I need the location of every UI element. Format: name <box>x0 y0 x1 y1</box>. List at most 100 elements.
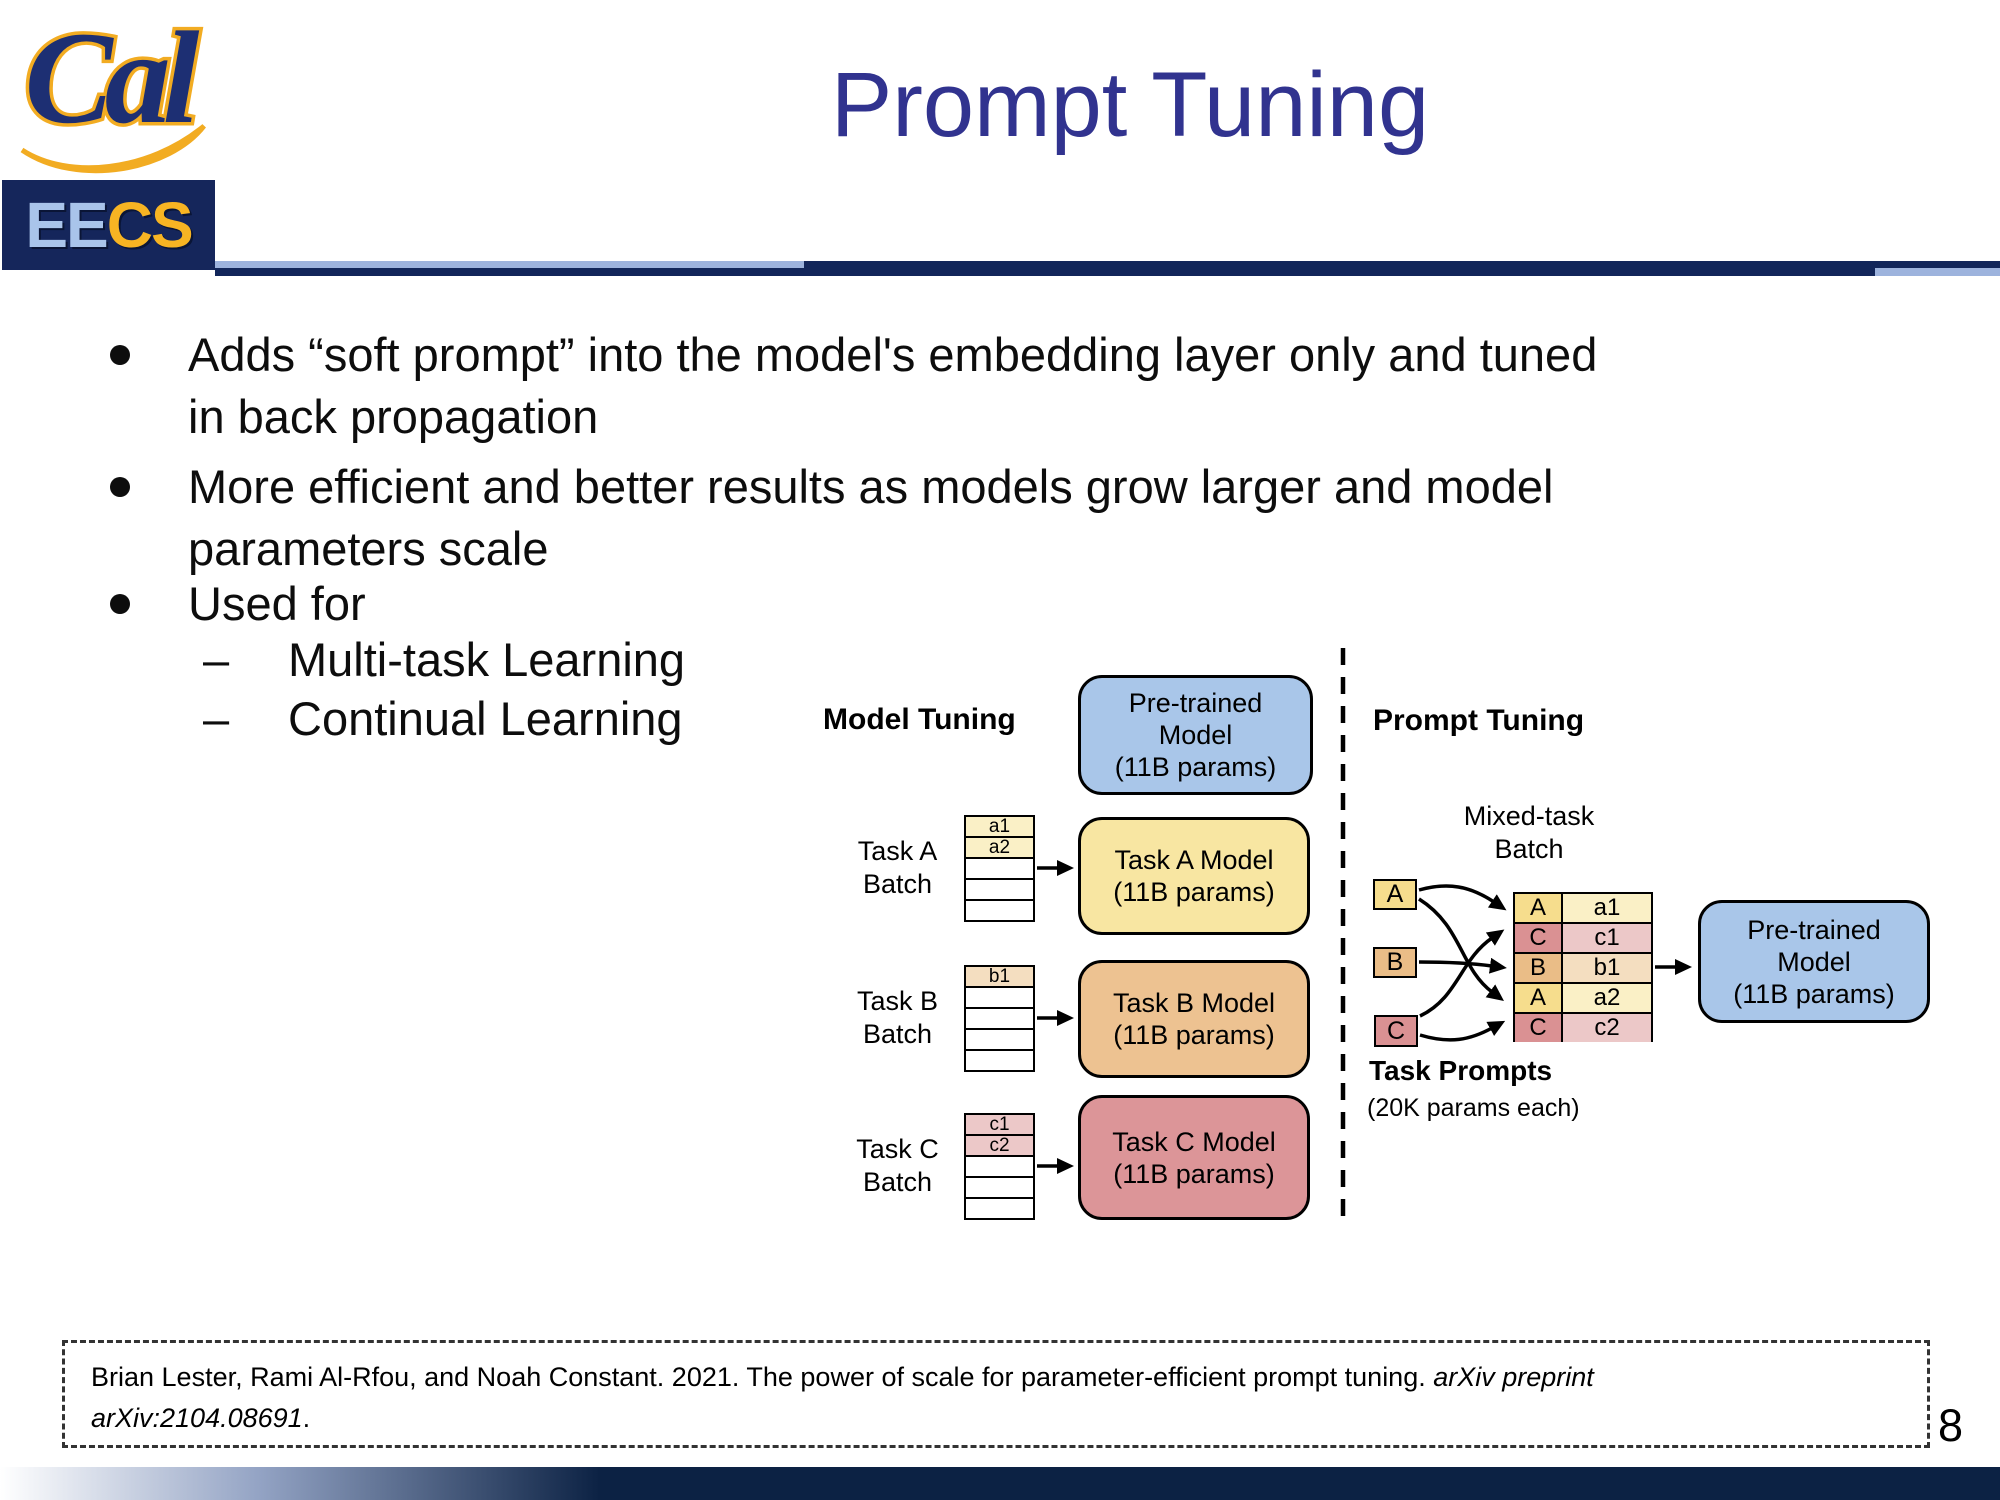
bullet-dot-1 <box>110 345 130 365</box>
mixed-task-label-line1: Mixed-task <box>1463 801 1595 831</box>
task-c-cell-c1: c1 <box>966 1115 1033 1136</box>
table-row: C c2 <box>1515 1014 1651 1042</box>
task-a-cell-empty <box>966 859 1033 880</box>
bullet-2-line-1: More efficient and better results as mod… <box>188 460 1554 513</box>
sub-bullet-dash-2: – <box>203 692 230 745</box>
arrow-c-to-row5 <box>1419 1020 1506 1042</box>
bullet-dot-3 <box>110 594 130 614</box>
citation-line-1: Brian Lester, Rami Al-Rfou, and Noah Con… <box>91 1357 1927 1398</box>
pretrained-left-line3: (11B params) <box>1114 752 1277 782</box>
page-title: Prompt Tuning <box>830 54 1430 156</box>
sub-bullet-2: Continual Learning <box>288 692 683 745</box>
citation-line2-italic: arXiv:2104.08691 <box>91 1403 303 1433</box>
row1-example: a1 <box>1563 894 1651 922</box>
table-row: A a1 <box>1515 894 1651 924</box>
task-a-model-line1: Task A Model <box>1114 845 1274 875</box>
bullet-2-line-2: parameters scale <box>188 522 549 575</box>
header-rule-bottom <box>215 268 2000 276</box>
task-b-label-line1: Task B <box>856 986 939 1016</box>
task-c-model-line1: Task C Model <box>1112 1126 1276 1157</box>
task-c-cell-empty <box>966 1157 1033 1178</box>
arrow-c-to-row2 <box>1419 929 1505 1018</box>
task-b-model-box: Task B Model (11B params) <box>1078 960 1310 1078</box>
task-c-cell-empty <box>966 1199 1033 1218</box>
task-a-cell-empty <box>966 901 1033 920</box>
task-b-batch-stack: b1 <box>964 965 1035 1072</box>
task-b-cell-b1: b1 <box>966 967 1033 988</box>
row3-task: B <box>1515 954 1563 982</box>
task-b-cell-empty <box>966 1030 1033 1051</box>
bullet-3: Used for <box>188 577 366 630</box>
prompt-chip-c: C <box>1374 1015 1418 1047</box>
task-a-cell-a1: a1 <box>966 817 1033 838</box>
task-b-cell-empty <box>966 1051 1033 1070</box>
task-c-batch-label: Task C Batch <box>840 1133 955 1199</box>
citation-line2-regular: . <box>302 1403 311 1433</box>
row4-example: a2 <box>1563 984 1651 1012</box>
row1-task: A <box>1515 894 1563 922</box>
task-b-cell-empty <box>966 988 1033 1009</box>
task-a-cell-empty <box>966 880 1033 901</box>
sub-bullet-1: Multi-task Learning <box>288 633 686 686</box>
row5-task: C <box>1515 1014 1563 1042</box>
prompt-chip-a: A <box>1373 879 1417 910</box>
citation-line-2: arXiv:2104.08691. <box>91 1398 1927 1439</box>
task-prompts-label: Task Prompts <box>1369 1055 1553 1086</box>
task-c-cell-empty <box>966 1178 1033 1199</box>
task-a-cell-a2: a2 <box>966 838 1033 859</box>
task-a-batch-stack: a1 a2 <box>964 815 1035 922</box>
citation-box: Brian Lester, Rami Al-Rfou, and Noah Con… <box>62 1340 1930 1448</box>
bullet-1-line-1: Adds “soft prompt” into the model's embe… <box>188 328 1598 381</box>
task-c-label-line1: Task C <box>856 1134 939 1164</box>
task-c-model-line2: (11B params) <box>1113 1158 1275 1189</box>
row2-task: C <box>1515 924 1563 952</box>
task-a-batch-label: Task A Batch <box>840 835 955 901</box>
row5-example: c2 <box>1563 1014 1651 1042</box>
bullet-1-line-2: in back propagation <box>188 390 599 443</box>
table-row: B b1 <box>1515 954 1651 984</box>
task-b-cell-empty <box>966 1009 1033 1030</box>
citation-line1-italic: arXiv preprint <box>1433 1362 1594 1392</box>
pretrained-right-line3: (11B params) <box>1733 978 1895 1009</box>
task-b-label-line2: Batch <box>862 1019 933 1049</box>
row3-example: b1 <box>1563 954 1651 982</box>
mixed-task-batch-table: A a1 C c1 B b1 A a2 C c2 <box>1513 892 1653 1042</box>
pretrained-model-box-left: Pre-trained Model (11B params) <box>1078 675 1313 795</box>
cal-logo: Cal <box>20 1 211 174</box>
mixed-task-batch-label: Mixed-task Batch <box>1413 800 1645 866</box>
task-a-model-box: Task A Model (11B params) <box>1078 817 1310 935</box>
task-b-batch-label: Task B Batch <box>840 985 955 1051</box>
page-number: 8 <box>1938 1400 1964 1451</box>
pretrained-left-line2: Model <box>1158 720 1233 750</box>
task-a-label-line2: Batch <box>862 869 933 899</box>
mixed-task-label-line2: Batch <box>1494 834 1564 864</box>
row2-example: c1 <box>1563 924 1651 952</box>
task-c-cell-c2: c2 <box>966 1136 1033 1157</box>
task-b-model-line2: (11B params) <box>1113 1020 1275 1050</box>
model-tuning-heading: Model Tuning <box>823 703 1016 736</box>
task-b-model-line1: Task B Model <box>1112 988 1276 1018</box>
sub-bullet-dash-1: – <box>203 633 230 686</box>
arrow-a-to-row1 <box>1418 884 1507 911</box>
pretrained-right-line2: Model <box>1777 946 1851 977</box>
arrow-a-to-row4 <box>1418 897 1504 1002</box>
prompt-tuning-heading: Prompt Tuning <box>1373 704 1585 737</box>
cal-logo-swoosh <box>20 124 206 174</box>
eecs-ee-text: EE <box>25 189 108 261</box>
citation-line1-regular: Brian Lester, Rami Al-Rfou, and Noah Con… <box>91 1362 1434 1392</box>
prompt-chip-b: B <box>1373 947 1417 978</box>
pretrained-model-box-right: Pre-trained Model (11B params) <box>1698 900 1930 1023</box>
row4-task: A <box>1515 984 1563 1012</box>
cal-logo-text: Cal <box>25 4 200 151</box>
eecs-cs-text: CS <box>106 189 194 261</box>
table-row: A a2 <box>1515 984 1651 1014</box>
arrow-b-to-row3 <box>1418 957 1507 974</box>
task-a-label-line1: Task A <box>857 836 938 866</box>
bottom-gradient-bar <box>0 1467 2000 1500</box>
task-c-batch-stack: c1 c2 <box>964 1113 1035 1220</box>
pretrained-right-line1: Pre-trained <box>1747 914 1881 945</box>
task-prompts-params-label: (20K params each) <box>1367 1094 1580 1122</box>
